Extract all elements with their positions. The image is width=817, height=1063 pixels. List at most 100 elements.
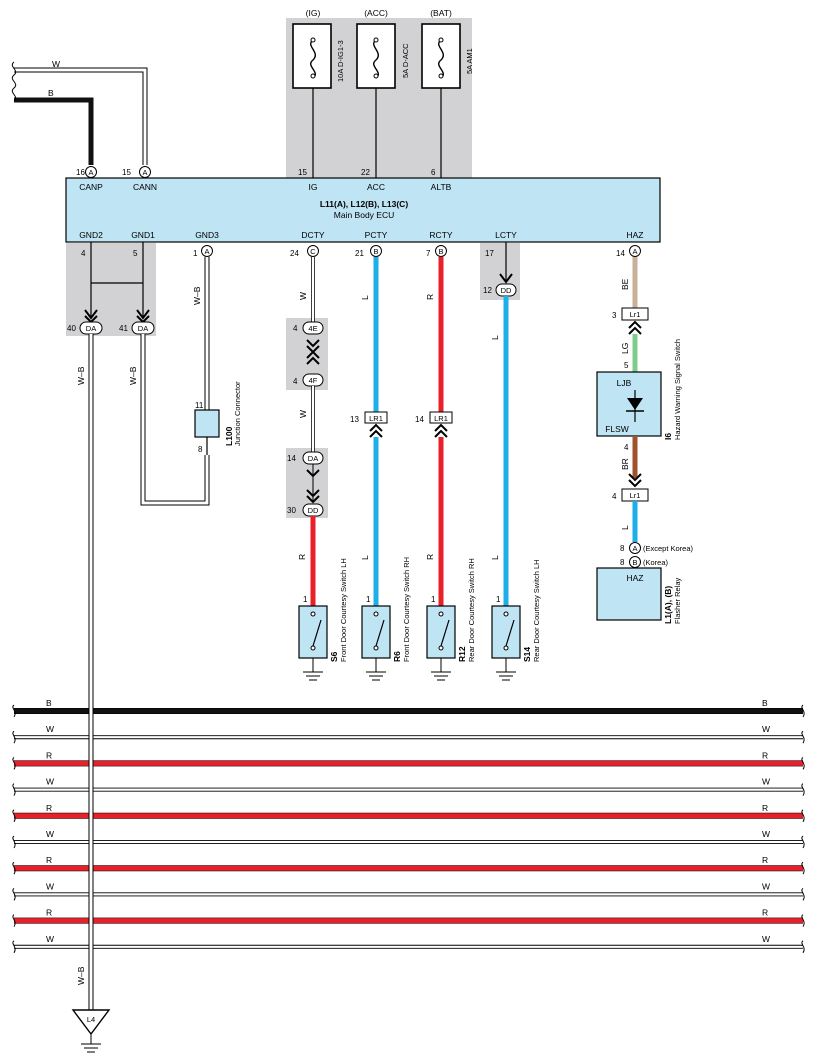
wire-wb-gnd3: W–B [192,286,202,305]
bus-break-left [12,888,16,901]
switch-r6: 1 R6 Front Door Courtesy Switch RH [361,557,411,681]
bus-break-right [801,888,805,901]
pin-number: 22 [361,168,370,177]
connector-dd-1: DD [308,506,319,515]
connector-4e: 4E [308,324,317,333]
junction-pin-top: 11 [195,401,204,410]
bus-break-right [801,704,805,718]
fuse-source-ig: (IG) [306,8,321,18]
connector-number: 8 [620,558,625,567]
bus-break-right [801,730,805,744]
wire-wb-mid: W–B [128,366,138,385]
wire-b-label: B [48,88,54,98]
pin-number: 21 [355,249,364,258]
fuse-source-acc: (ACC) [364,8,388,18]
bus-line-label-left: R [46,855,52,865]
wire-wb-bottom: W–B [76,966,86,985]
hazard-flsw: FLSW [605,424,629,434]
wire-dcty-r: R [297,554,307,560]
flasher-id: L1(A), (B) [663,586,673,624]
connector-number: 13 [350,415,359,424]
fuse-block: (IG) (ACC) (BAT) 10A D-IG1-3 5A D-ACC 5A… [292,8,474,178]
wire-haz-lg: LG [620,343,630,354]
pin-connector: B [438,247,443,256]
bus-break-left [12,704,16,718]
flasher-conn-a: A [632,544,637,553]
bus-break-right [801,861,805,875]
connector-number: 4 [293,377,298,386]
wire-dcty-w1: W [298,292,308,300]
pin-label: ALTB [431,182,452,192]
switch-r12: 1 R12 Rear Door Courtesy Switch RH [426,558,476,681]
flasher-conn-b: B [632,558,637,567]
wire-rcty-r1: R [425,294,435,300]
hazard-switch: LJB FLSW I6 Hazard Warning Signal Switch [596,339,682,440]
pin-number: 7 [426,249,431,258]
dcty-circuit: W 4 4E 4 4F W 14 DA 30 DD R [287,257,324,606]
pin-label: ACC [367,182,385,192]
ecu-id: L11(A), L12(B), L13(C) [320,199,408,209]
fuse-ig-label: 10A D-IG1-3 [336,40,345,82]
bus-line-label-right: R [762,855,768,865]
switch-s6: 1 S6 Front Door Courtesy Switch LH [298,558,348,681]
wire-lcty-l2: L [490,555,500,560]
ecu-name: Main Body ECU [334,210,394,220]
pin-connector: C [310,247,316,256]
flasher-relay: 8 A (Except Korea) 8 B (Korea) HAZ L1(A)… [596,542,694,624]
bus-line-label-right: B [762,698,768,708]
haz-circuit: BE 3 Lr1 LG 5 LJB FLSW I6 Hazard Warning… [596,257,694,624]
pin-connector: B [373,247,378,256]
bus-line-label-left: R [46,908,52,918]
pin-label-pcty: PCTY [365,230,388,240]
ground-symbol: L4 [71,1009,111,1053]
connector-number: 14 [287,454,296,463]
pin-label-haz: HAZ [627,230,644,240]
connector-number: 12 [483,286,492,295]
bus-break-right [801,914,805,927]
junction-pin-bottom: 8 [198,445,203,454]
switch-s6-id: S6 [329,651,339,662]
bus-line-label-right: W [762,829,770,839]
bus-break-right [801,757,805,770]
connector-lr1-top: Lr1 [630,310,641,319]
switch-r6-id: R6 [392,651,402,662]
ecu-top-pin-acc: 22 ACC [361,168,385,192]
main-body-ecu: L11(A), L12(B), L13(C) Main Body ECU 16 … [65,166,661,243]
shaded-regions [66,18,520,518]
pin-number: 4 [81,249,86,258]
connector-4f: 4F [309,376,318,385]
connector-number: 8 [620,544,625,553]
flasher-conn-a-note: (Except Korea) [643,544,694,553]
ecu-top-pin-canp: 16 A CANP [76,166,103,192]
hazard-ljb: LJB [617,378,632,388]
door-switches: 1 S6 Front Door Courtesy Switch LH 1 R6 … [298,557,541,681]
pin-number: 15 [122,168,131,177]
wire-rcty-r2: R [425,554,435,560]
pin-label-gnd1: GND1 [131,230,155,240]
switch-pin: 1 [496,595,501,604]
connector-number: 3 [612,311,617,320]
wire-lcty-l1: L [490,335,500,340]
flasher-conn-b-note: (Korea) [643,558,669,567]
connector-lr1-b: LR1 [434,414,448,423]
pin-label: CANN [133,182,157,192]
junction-connector: 11 8 L100 Junction Connector [194,381,242,455]
pin-label-gnd2: GND2 [79,230,103,240]
junction-id: L100 [224,426,234,446]
pin-label-gnd3: GND3 [195,230,219,240]
switch-r12-name: Rear Door Courtesy Switch RH [467,558,476,662]
ecu-bottom-pins: 4 5 1 A 24 C 21 B 7 B 17 14 A [81,245,641,258]
wire-haz-be: BE [620,278,630,290]
ecu-top-pin-ig: 15 IG [298,168,317,192]
bus-line-label-right: W [762,934,770,944]
bus-line-label-right: R [762,750,768,760]
connector-da-2: DA [138,324,148,333]
bus-line-label-left: R [46,750,52,760]
connector-number: 41 [119,324,128,333]
switch-pin: 1 [366,595,371,604]
pin-label-lcty: LCTY [495,230,517,240]
